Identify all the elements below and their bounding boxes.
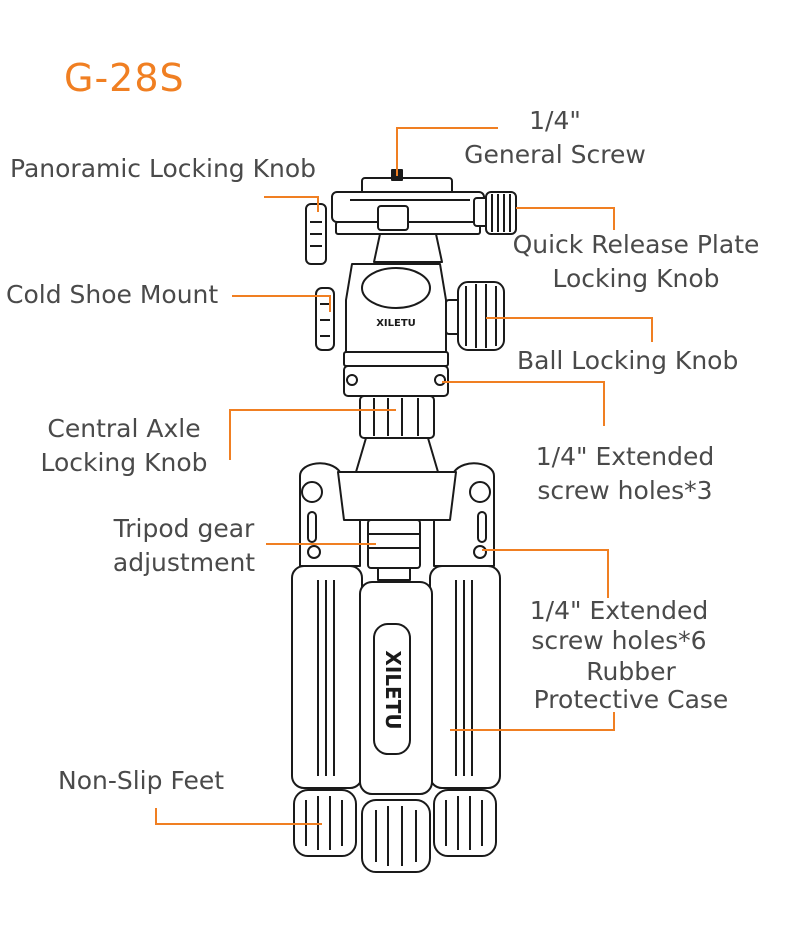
quick-release-clamp — [331, 169, 485, 235]
label-general-screw-line2: General Screw — [464, 140, 646, 169]
label-rubber-case: Rubber Protective Case — [518, 658, 744, 714]
label-ext-holes-3: 1/4" Extended screw holes*3 — [520, 440, 730, 508]
label-panoramic-knob: Panoramic Locking Knob — [10, 154, 317, 183]
label-ext-holes-6-line1: 1/4" Extended — [529, 596, 709, 625]
label-central-axle-line1: Central Axle — [47, 414, 201, 443]
label-qr-plate-knob: Quick Release Plate Locking Knob — [498, 228, 774, 296]
ball-head-body — [343, 263, 449, 367]
model-title: G-28S — [64, 56, 185, 100]
label-central-axle-line2: Locking Knob — [40, 448, 208, 477]
label-cold-shoe: Cold Shoe Mount — [6, 280, 219, 309]
label-tripod-gear-line2: adjustment — [112, 548, 256, 577]
right-leg — [429, 565, 501, 789]
label-ext-holes-6-line2: screw holes*6 — [531, 626, 707, 655]
label-ext-holes-3-line1: 1/4" Extended — [535, 442, 715, 471]
brand-mark-leg: XILETU — [381, 650, 405, 729]
label-rubber-case-line2: Protective Case — [533, 685, 729, 714]
leader-lines — [155, 127, 653, 825]
panoramic-lever — [305, 203, 327, 265]
left-leg — [291, 565, 363, 789]
brand-mark-head: XILETU — [376, 318, 416, 329]
label-ext-holes-3-line2: screw holes*3 — [537, 476, 713, 505]
label-qr-plate-knob-line2: Locking Knob — [552, 264, 720, 293]
label-qr-plate-knob-line1: Quick Release Plate — [512, 230, 760, 259]
qr-knob-shape — [473, 191, 517, 235]
foot-center — [361, 799, 431, 873]
label-general-screw-line1: 1/4" — [529, 106, 581, 135]
center-leg — [359, 581, 433, 795]
label-general-screw: 1/4" General Screw — [455, 104, 655, 172]
ball-knob-shape — [445, 281, 505, 351]
central-axle-knob-shape — [359, 395, 435, 439]
label-rubber-case-line1: Rubber — [586, 657, 676, 686]
label-ball-knob: Ball Locking Knob — [517, 346, 739, 375]
foot-left — [293, 789, 357, 857]
label-tripod-gear-line1: Tripod gear — [113, 514, 255, 543]
label-ext-holes-6: 1/4" Extended screw holes*6 — [514, 596, 724, 656]
cold-shoe-shape — [315, 287, 335, 351]
label-central-axle: Central Axle Locking Knob — [18, 412, 230, 480]
label-non-slip: Non-Slip Feet — [58, 766, 225, 795]
foot-right — [433, 789, 497, 857]
gear-adjustment-shape — [367, 519, 421, 581]
label-tripod-gear: Tripod gear adjustment — [96, 512, 272, 580]
